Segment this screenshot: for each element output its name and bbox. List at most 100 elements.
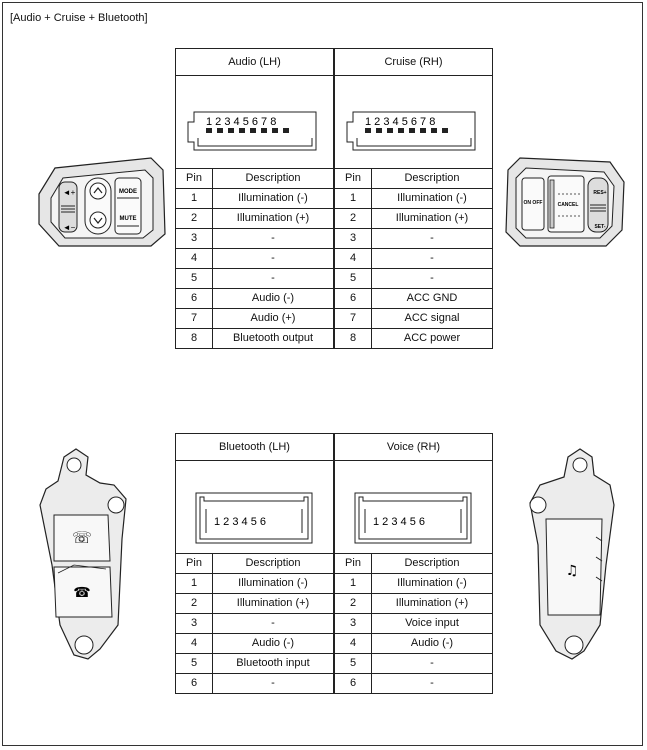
pin-number: 2 (175, 208, 213, 229)
pin-description: - (371, 228, 493, 249)
page-title: [Audio + Cruise + Bluetooth] (10, 12, 148, 24)
table-row: 1 Illumination (-) 1 Illumination (-) (175, 188, 493, 209)
pin-number: 3 (175, 228, 213, 249)
pin-description: - (371, 673, 493, 694)
volume-down-icon: ◄− (63, 223, 76, 232)
on-off-button-label: ON OFF (524, 200, 543, 206)
table-row: 5 Bluetooth input 5 - (175, 653, 493, 674)
pin-number: 1 (175, 573, 213, 594)
connector-cruise: 1 2 3 4 5 6 7 8 (333, 75, 493, 169)
pin-number: 4 (333, 248, 372, 269)
pin-number: 1 (333, 188, 372, 209)
connector-pin-numbers: 1 2 3 4 5 6 (373, 516, 425, 528)
pin-number: 4 (333, 633, 372, 654)
pin-number: 6 (333, 288, 372, 309)
pin-description: Audio (+) (212, 308, 335, 329)
connector-6pin-icon: 1 2 3 4 5 6 (195, 492, 313, 544)
phone-call-icon: ☏ (72, 528, 92, 547)
pin-description: ACC signal (371, 308, 493, 329)
pin-description: Audio (-) (371, 633, 493, 654)
table-row: 3 - 3 Voice input (175, 613, 493, 634)
pin-description: Audio (-) (212, 633, 335, 654)
pin-number: 5 (333, 268, 372, 289)
pin-description: ACC power (371, 328, 493, 349)
pin-description: - (212, 228, 335, 249)
table-row: 1 Illumination (-) 1 Illumination (-) (175, 573, 493, 594)
pin-description: Illumination (-) (212, 188, 335, 209)
seek-down-icon (93, 217, 103, 224)
voice-switch-illustration: ♫ (529, 448, 615, 660)
audio-remote-switch-illustration: ◄+ ◄− MODE MUTE (38, 157, 166, 247)
connector-8pin-icon: 1 2 3 4 5 6 7 8 (346, 111, 476, 151)
pin-number: 6 (175, 288, 213, 309)
pin-description: - (212, 613, 335, 634)
pin-description: - (212, 248, 335, 269)
pin-number: 5 (333, 653, 372, 674)
pin-number: 7 (333, 308, 372, 329)
table-header-audio: Audio (LH) (175, 48, 335, 76)
table-row: 4 Audio (-) 4 Audio (-) (175, 633, 493, 654)
pin-description: Illumination (+) (212, 208, 335, 229)
pin-description: Voice input (371, 613, 493, 634)
pin-description: Audio (-) (212, 288, 335, 309)
connector-pin-numbers: 1 2 3 4 5 6 7 8 (365, 116, 435, 128)
column-header-pin: Pin (333, 553, 372, 574)
pin-description: Illumination (-) (371, 573, 493, 594)
pin-number: 2 (175, 593, 213, 614)
pin-description: - (371, 653, 493, 674)
res-button-label: RES+ (593, 190, 606, 196)
set-button-label: SET- (594, 224, 605, 230)
table-header-voice: Voice (RH) (333, 433, 493, 461)
cancel-button-label: CANCEL (558, 202, 579, 208)
pin-description: Illumination (-) (212, 573, 335, 594)
table-row: 5 - 5 - (175, 268, 493, 289)
pin-number: 6 (175, 673, 213, 694)
table-row: 6 - 6 - (175, 673, 493, 694)
pin-number: 5 (175, 268, 213, 289)
pin-number: 3 (175, 613, 213, 634)
table-row: 3 - 3 - (175, 228, 493, 249)
bluetooth-switch-illustration: ☏ ☎ (39, 448, 127, 660)
volume-rocker-icon (58, 181, 78, 233)
pin-description: Bluetooth input (212, 653, 335, 674)
pin-number: 3 (333, 613, 372, 634)
phone-hangup-icon: ☎ (73, 585, 90, 601)
pin-number: 5 (175, 653, 213, 674)
column-header-description: Description (212, 168, 335, 189)
connector-8pin-icon: 1 2 3 4 5 6 7 8 (187, 111, 317, 151)
pin-description: Illumination (+) (371, 593, 493, 614)
table-row: 2 Illumination (+) 2 Illumination (+) (175, 593, 493, 614)
table-header-bluetooth: Bluetooth (LH) (175, 433, 335, 461)
table-row: 6 Audio (-) 6 ACC GND (175, 288, 493, 309)
table-row: 7 Audio (+) 7 ACC signal (175, 308, 493, 329)
pin-number: 1 (175, 188, 213, 209)
pin-description: ACC GND (371, 288, 493, 309)
table-row: 4 - 4 - (175, 248, 493, 269)
column-header-pin: Pin (175, 168, 213, 189)
connector-pin-numbers: 1 2 3 4 5 6 (214, 516, 266, 528)
mute-button-label: MUTE (120, 216, 137, 222)
pin-number: 2 (333, 208, 372, 229)
connector-6pin-icon: 1 2 3 4 5 6 (354, 492, 472, 544)
column-header-description: Description (212, 553, 335, 574)
pin-description: Illumination (+) (212, 593, 335, 614)
table-header-cruise: Cruise (RH) (333, 48, 493, 76)
connector-table-audio-cruise: Audio (LH) Cruise (RH) 1 2 3 4 5 6 7 8 (175, 48, 493, 349)
pin-description: - (371, 268, 493, 289)
pin-number: 1 (333, 573, 372, 594)
pin-number: 8 (175, 328, 213, 349)
mode-button-label: MODE (119, 189, 137, 195)
column-header-pin: Pin (333, 168, 372, 189)
column-header-description: Description (371, 168, 493, 189)
column-header-pin: Pin (175, 553, 213, 574)
pin-number: 6 (333, 673, 372, 694)
table-row: 2 Illumination (+) 2 Illumination (+) (175, 208, 493, 229)
pin-description: - (212, 673, 335, 694)
volume-up-icon: ◄+ (63, 188, 76, 197)
cruise-remote-switch-illustration: ON OFF CANCEL RES+ SET- (505, 157, 625, 247)
pin-description: Bluetooth output (212, 328, 335, 349)
pin-description: - (212, 268, 335, 289)
column-header-description: Description (371, 553, 493, 574)
voice-command-icon: ♫ (566, 563, 579, 579)
